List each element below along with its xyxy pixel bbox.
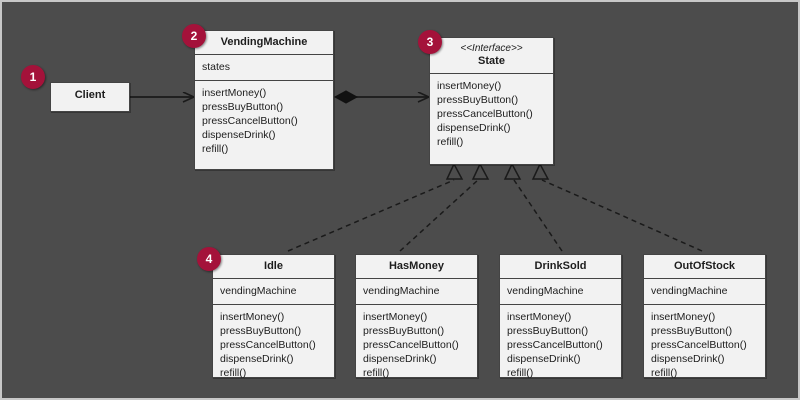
operation-row: dispenseDrink()	[437, 122, 511, 134]
edge-drinksold-state	[503, 162, 563, 252]
operation-row: refill()	[507, 367, 534, 379]
operation-row: pressBuyButton()	[651, 325, 733, 337]
attributes-vendingmachine: states	[195, 55, 333, 80]
class-name-hasmoney: HasMoney	[388, 260, 445, 272]
class-name-state: <<Interface>> State	[430, 38, 553, 73]
attribute-row: vendingMachine	[220, 285, 297, 297]
edge-idle-state	[287, 162, 464, 252]
divider	[500, 304, 621, 305]
operation-row: pressBuyButton()	[437, 94, 519, 106]
badge-2-vendingmachine: 2	[182, 24, 206, 48]
operations-vendingmachine: insertMoney() pressBuyButton() pressCanc…	[195, 81, 333, 162]
attributes-outofstock: vendingMachine	[644, 279, 765, 304]
stereotype-interface: <<Interface>>	[460, 43, 523, 54]
operations-idle: insertMoney() pressBuyButton() pressCanc…	[213, 305, 334, 386]
operation-row: refill()	[651, 367, 678, 379]
divider	[644, 278, 765, 279]
class-box-hasmoney[interactable]: HasMoney vendingMachine insertMoney() pr…	[355, 254, 478, 379]
class-box-state[interactable]: <<Interface>> State insertMoney() pressB…	[429, 37, 554, 165]
operations-state: insertMoney() pressBuyButton() pressCanc…	[430, 74, 553, 155]
badge-3-state: 3	[418, 30, 442, 54]
class-box-vendingmachine[interactable]: VendingMachine states insertMoney() pres…	[194, 30, 334, 170]
composition-diamond	[333, 90, 359, 104]
attribute-row: vendingMachine	[507, 285, 584, 297]
operation-row: dispenseDrink()	[507, 353, 581, 365]
interface-name-label: State	[478, 55, 505, 67]
divider	[644, 304, 765, 305]
edge-vendingmachine-state	[333, 90, 429, 104]
class-name-vendingmachine: VendingMachine	[220, 36, 308, 48]
divider	[213, 304, 334, 305]
operation-row: pressCancelButton()	[202, 115, 298, 127]
class-name-client: Client	[74, 89, 106, 101]
operation-row: pressCancelButton()	[363, 339, 459, 351]
edge-outofstock-state	[531, 162, 703, 252]
operation-row: insertMoney()	[202, 87, 267, 99]
divider	[195, 54, 333, 55]
attribute-row: states	[202, 61, 231, 73]
operation-row: refill()	[363, 367, 390, 379]
attribute-row: vendingMachine	[651, 285, 728, 297]
class-box-idle[interactable]: Idle vendingMachine insertMoney() pressB…	[212, 254, 335, 379]
divider	[356, 304, 477, 305]
operation-row: pressBuyButton()	[220, 325, 302, 337]
divider	[356, 278, 477, 279]
class-name-outofstock: OutOfStock	[673, 260, 736, 272]
operation-row: pressBuyButton()	[507, 325, 589, 337]
operation-row: dispenseDrink()	[363, 353, 437, 365]
operations-drinksold: insertMoney() pressBuyButton() pressCanc…	[500, 305, 621, 386]
attributes-idle: vendingMachine	[213, 279, 334, 304]
attributes-drinksold: vendingMachine	[500, 279, 621, 304]
attribute-row: vendingMachine	[363, 285, 440, 297]
badge-1-client: 1	[21, 65, 45, 89]
operation-row: refill()	[437, 136, 464, 148]
attributes-hasmoney: vendingMachine	[356, 279, 477, 304]
operation-row: insertMoney()	[437, 80, 502, 92]
operation-row: insertMoney()	[363, 311, 428, 323]
operation-row: dispenseDrink()	[651, 353, 725, 365]
operation-row: dispenseDrink()	[220, 353, 294, 365]
divider	[195, 80, 333, 81]
divider	[500, 278, 621, 279]
operation-row: pressBuyButton()	[363, 325, 445, 337]
operations-outofstock: insertMoney() pressBuyButton() pressCanc…	[644, 305, 765, 386]
edge-hasmoney-state	[399, 162, 490, 252]
class-box-drinksold[interactable]: DrinkSold vendingMachine insertMoney() p…	[499, 254, 622, 379]
operation-row: refill()	[202, 143, 229, 155]
operation-row: insertMoney()	[651, 311, 716, 323]
operation-row: pressCancelButton()	[651, 339, 747, 351]
badge-4-concrete-states: 4	[197, 247, 221, 271]
class-box-outofstock[interactable]: OutOfStock vendingMachine insertMoney() …	[643, 254, 766, 379]
operation-row: pressCancelButton()	[507, 339, 603, 351]
divider	[213, 278, 334, 279]
class-name-idle: Idle	[264, 260, 283, 272]
operation-row: dispenseDrink()	[202, 129, 276, 141]
operation-row: insertMoney()	[507, 311, 572, 323]
class-box-client[interactable]: Client	[50, 82, 130, 112]
operation-row: refill()	[220, 367, 247, 379]
operation-row: insertMoney()	[220, 311, 285, 323]
operation-row: pressCancelButton()	[220, 339, 316, 351]
operation-row: pressCancelButton()	[437, 108, 533, 120]
operations-hasmoney: insertMoney() pressBuyButton() pressCanc…	[356, 305, 477, 386]
operation-row: pressBuyButton()	[202, 101, 284, 113]
divider	[430, 73, 553, 74]
class-name-drinksold: DrinkSold	[534, 260, 587, 272]
